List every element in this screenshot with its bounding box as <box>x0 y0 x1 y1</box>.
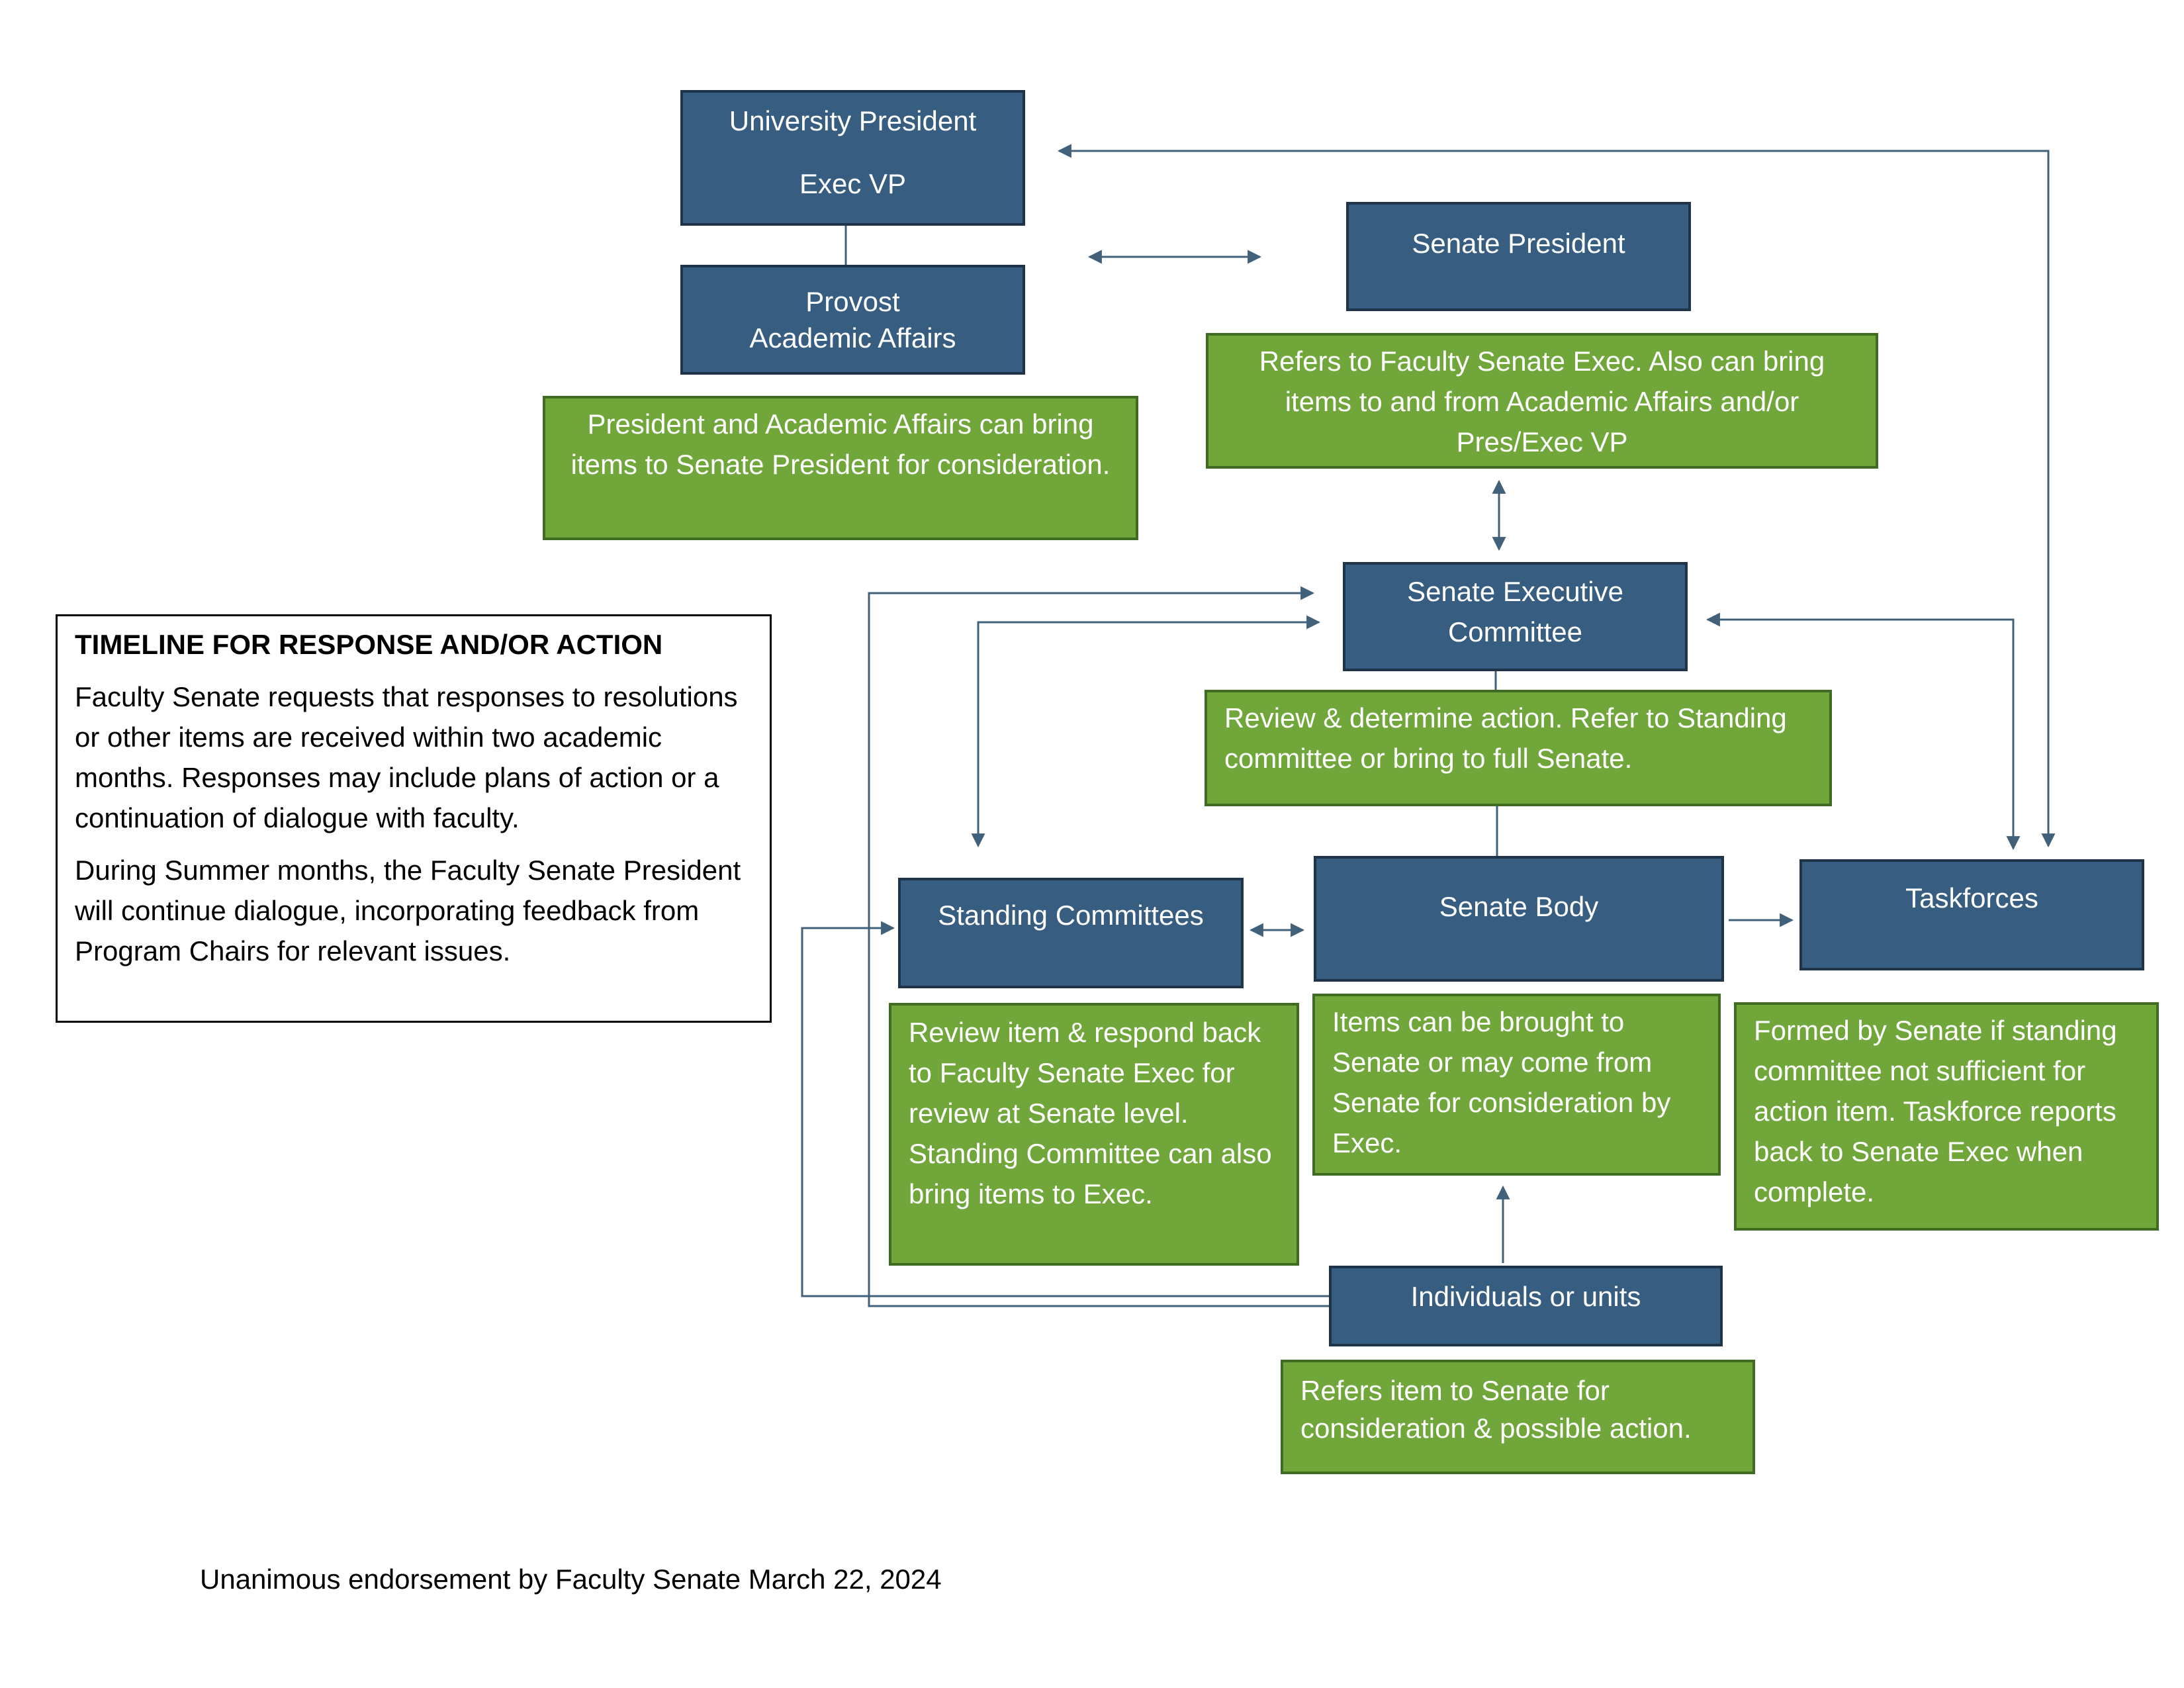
timeline-heading: TIMELINE FOR RESPONSE AND/OR ACTION <box>75 629 663 660</box>
timeline-paragraph-2: During Summer months, the Faculty Senate… <box>75 855 741 966</box>
arrow-taskforces-president <box>1057 144 2056 848</box>
taskforces-box: Taskforces <box>1799 859 2144 970</box>
provost-label: Provost <box>805 286 900 317</box>
senate-body-note: Items can be brought to Senate or may co… <box>1312 994 1721 1176</box>
individuals-units-label: Individuals or units <box>1410 1281 1641 1312</box>
endorsement-footer: Unanimous endorsement by Faculty Senate … <box>200 1564 942 1595</box>
senate-president-note-text: Refers to Faculty Senate Exec. Also can … <box>1259 346 1825 457</box>
standing-committees-note: Review item & respond back to Faculty Se… <box>889 1003 1299 1266</box>
senate-president-note: Refers to Faculty Senate Exec. Also can … <box>1206 333 1878 469</box>
senate-president-box: Senate President <box>1346 202 1691 311</box>
senate-body-box: Senate Body <box>1314 856 1724 982</box>
taskforces-label: Taskforces <box>1905 882 2038 914</box>
individuals-note-text: Refers item to Senate for consideration … <box>1300 1375 1692 1444</box>
standing-committees-label: Standing Committees <box>938 900 1204 931</box>
arrow-individuals-standing <box>801 921 1329 1297</box>
senate-exec-note: Review & determine action. Refer to Stan… <box>1205 690 1832 806</box>
individuals-note: Refers item to Senate for consideration … <box>1281 1360 1755 1474</box>
senate-body-note-text: Items can be brought to Senate or may co… <box>1332 1006 1671 1158</box>
senate-president-label: Senate President <box>1412 228 1625 259</box>
taskforces-note: Formed by Senate if standing committee n… <box>1734 1002 2159 1231</box>
exec-note-text: Review & determine action. Refer to Stan… <box>1224 702 1787 774</box>
timeline-box: TIMELINE FOR RESPONSE AND/OR ACTION Facu… <box>56 614 772 1023</box>
university-president-box: University President Exec VP <box>680 90 1025 226</box>
president-academic-affairs-note: President and Academic Affairs can bring… <box>543 396 1138 540</box>
taskforces-note-text: Formed by Senate if standing committee n… <box>1754 1015 2117 1207</box>
standing-committees-box: Standing Committees <box>898 878 1244 988</box>
timeline-paragraph-1: Faculty Senate requests that responses t… <box>75 681 738 833</box>
president-note-text: President and Academic Affairs can bring… <box>570 408 1111 480</box>
senate-executive-label: Senate Executive <box>1407 576 1623 607</box>
exec-vp-label: Exec VP <box>799 168 907 199</box>
committee-label: Committee <box>1447 616 1583 647</box>
provost-box: Provost Academic Affairs <box>680 265 1025 375</box>
individuals-units-box: Individuals or units <box>1329 1266 1723 1346</box>
university-president-label: University President <box>729 105 977 136</box>
arrow-individuals-exec <box>868 586 1329 1307</box>
academic-affairs-label: Academic Affairs <box>749 322 956 353</box>
standing-note-text: Review item & respond back to Faculty Se… <box>909 1017 1272 1209</box>
senate-body-label: Senate Body <box>1439 891 1599 922</box>
arrow-exec-standing <box>971 615 1321 848</box>
arrow-exec-taskforces <box>1706 612 2021 851</box>
senate-executive-committee-box: Senate Executive Committee <box>1343 562 1688 671</box>
